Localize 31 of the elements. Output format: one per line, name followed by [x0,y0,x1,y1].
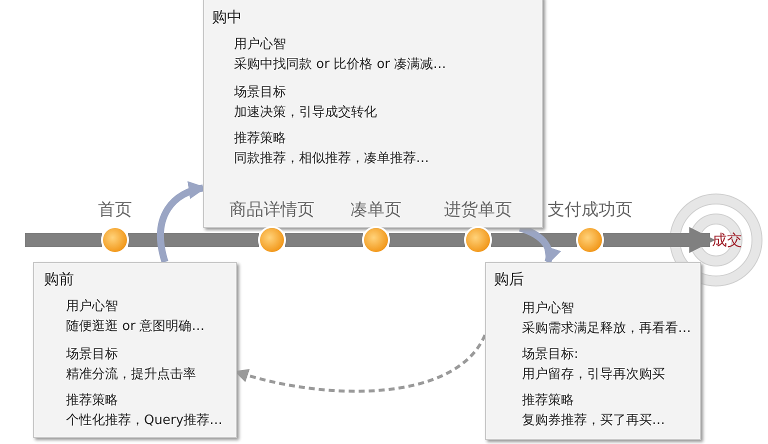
section-text: 加速决策，引导成交转化 [234,105,377,121]
section-text: 采购需求满足释放，再看看… [522,321,691,337]
stage-card [33,262,237,438]
stage-label: 凑单页 [350,199,402,221]
section-text: 复购券推荐，买了再买… [522,413,665,429]
card-title: 购后 [494,271,524,287]
card-title: 购中 [212,9,242,25]
section-text: 随便逛逛 or 意图明确… [66,319,205,335]
section-heading: 场景目标 [234,85,286,101]
section-text: 精准分流，提升点击率 [66,367,196,383]
section-text: 同款推荐，相似推荐，凑单推荐… [234,151,429,167]
stage-label: 首页 [98,199,132,221]
section-heading: 场景目标: [522,347,578,363]
section-heading: 用户心智 [66,299,118,315]
curved-arrow [234,334,486,393]
stage-label: 支付成功页 [548,199,632,221]
section-text: 用户留存，引导再次购买 [522,367,665,383]
stage-label: 商品详情页 [230,199,314,221]
section-text: 个性化推荐，Query推荐… [66,413,223,429]
section-heading: 场景目标 [66,347,118,363]
section-text: 采购中找同款 or 比价格 or 凑满减… [234,57,446,73]
timeline-arrow [603,227,716,253]
stage-card [203,0,543,228]
card-title: 购前 [44,271,74,287]
section-heading: 推荐策略 [234,131,286,147]
stage-label: 进货单页 [444,199,512,221]
section-heading: 用户心智 [522,301,574,317]
stage-card [485,262,701,440]
section-heading: 用户心智 [234,37,286,53]
section-heading: 推荐策略 [66,393,118,409]
section-heading: 推荐策略 [522,393,574,409]
